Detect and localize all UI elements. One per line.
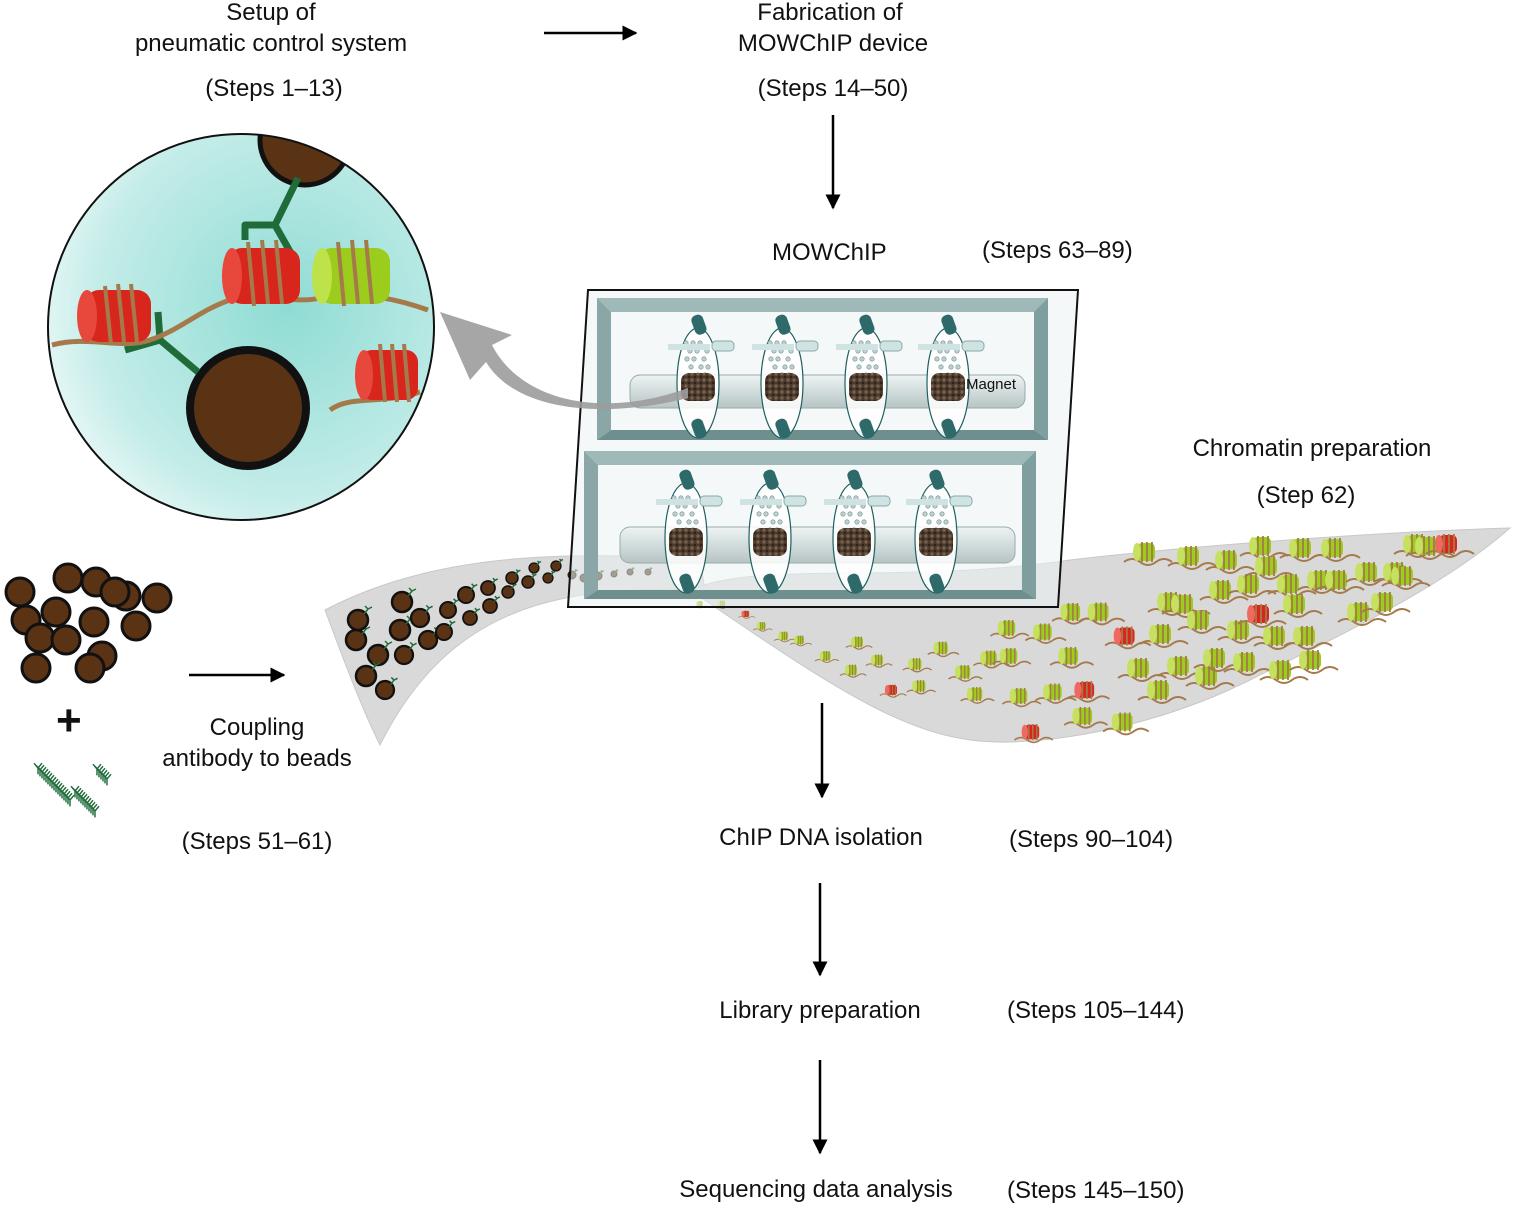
zoom-nucleosome-red-2 (222, 239, 300, 307)
coated-bead (482, 598, 498, 614)
fabrication-steps: (Steps 14–50) (757, 75, 909, 102)
coated-bead (346, 608, 370, 632)
coated-bead (409, 607, 431, 629)
pneumatic-title-line2: pneumatic control system (134, 30, 408, 57)
fabrication-title-line1: Fabrication of (757, 0, 903, 26)
bead (52, 562, 84, 594)
microchamber (752, 314, 819, 439)
bead (24, 622, 56, 654)
antibody-icon (448, 620, 456, 628)
mowchip-steps: (Steps 63–89) (982, 237, 1133, 264)
coated-bead (550, 560, 562, 572)
coated-bead (528, 562, 540, 574)
microchamber (668, 314, 735, 439)
microchamber (906, 469, 973, 594)
chip-dna-title: ChIP DNA isolation (719, 824, 923, 851)
microchamber (918, 314, 985, 439)
coated-bead (521, 575, 535, 589)
bead (78, 606, 110, 638)
coated-bead (417, 629, 439, 651)
coated-bead (480, 580, 496, 596)
fabrication-title-line2: MOWChIP device (737, 30, 929, 57)
antibody-icon (65, 794, 75, 808)
zoom-nucleosome-red-1 (77, 283, 151, 345)
coated-bead (439, 601, 457, 619)
library-title: Library preparation (719, 997, 921, 1024)
antibody-icon (550, 570, 556, 576)
microchamber (836, 314, 903, 439)
antibody-icon (491, 577, 499, 585)
mowchip-device (566, 289, 1080, 608)
coated-bead (366, 643, 390, 667)
magnetic-beads-cluster (4, 562, 173, 684)
magnet-label: Magnet (966, 376, 1017, 393)
sequencing-title: Sequencing data analysis (679, 1176, 953, 1203)
bead (4, 576, 36, 608)
bead (20, 652, 52, 684)
zoom-bead-bottom (186, 346, 310, 470)
coated-bead (542, 572, 554, 584)
chip-dna-steps: (Steps 90–104) (1009, 826, 1174, 853)
zoom-bead-top (257, 134, 353, 188)
coated-bead (354, 664, 378, 688)
bead (99, 576, 131, 608)
device-chamber-bottom (584, 451, 1036, 599)
antibody-icon (363, 605, 373, 615)
plus-sign: + (56, 696, 82, 745)
zoom-nucleosome-green (312, 239, 390, 307)
bead (74, 652, 106, 684)
antibody-icon (371, 661, 381, 671)
antibody-icon (408, 641, 417, 651)
pneumatic-title-line1: Setup of (226, 0, 316, 26)
coated-bead (505, 571, 519, 585)
coated-bead (393, 644, 415, 666)
coated-bead (374, 679, 396, 701)
coated-bead (435, 623, 453, 641)
microchamber (740, 469, 807, 594)
coated-bead (501, 585, 515, 599)
zoom-pointer-arrow (440, 312, 688, 410)
antibody-icon (558, 558, 564, 564)
zoom-nucleosome-red-3 (355, 343, 418, 403)
antibody-icon (470, 583, 478, 591)
coupling-steps: (Steps 51–61) (181, 828, 333, 855)
device-chamber-top (597, 298, 1048, 440)
mowchip-title: MOWChIP (772, 239, 887, 266)
zoom-inset (47, 133, 435, 521)
library-steps: (Steps 105–144) (1007, 997, 1185, 1024)
coated-bead (457, 586, 475, 604)
antibody-icon (90, 805, 100, 819)
zoom-antibody-bottom (124, 311, 201, 375)
microchamber (656, 469, 723, 594)
sequencing-steps: (Steps 145–150) (1007, 1177, 1185, 1204)
antibody-icon (424, 604, 433, 614)
chromatin-steps: (Step 62) (1256, 482, 1356, 509)
coupling-title-line1: Coupling (209, 714, 305, 741)
bead (50, 624, 82, 656)
antibody-icon (407, 587, 417, 597)
antibody-icon (515, 569, 521, 575)
antibody-icon (536, 560, 542, 566)
antibody-icon (102, 773, 112, 787)
microchamber (824, 469, 891, 594)
bead (120, 610, 152, 642)
antibody-cluster (33, 762, 112, 819)
coupling-title-line2: antibody to beads (162, 745, 352, 772)
coated-bead (388, 618, 412, 642)
antibody-icon (493, 595, 501, 603)
antibody-icon (531, 573, 537, 579)
antibody-icon (389, 676, 398, 686)
bead (40, 596, 72, 628)
bead (141, 582, 173, 614)
coated-bead (390, 590, 414, 614)
pneumatic-steps: (Steps 1–13) (205, 75, 343, 102)
chromatin-title: Chromatin preparation (1192, 435, 1432, 462)
antibody-icon (473, 607, 481, 615)
antibody-icon (383, 640, 393, 650)
coated-bead (462, 610, 478, 626)
device-microchambers (656, 314, 985, 594)
